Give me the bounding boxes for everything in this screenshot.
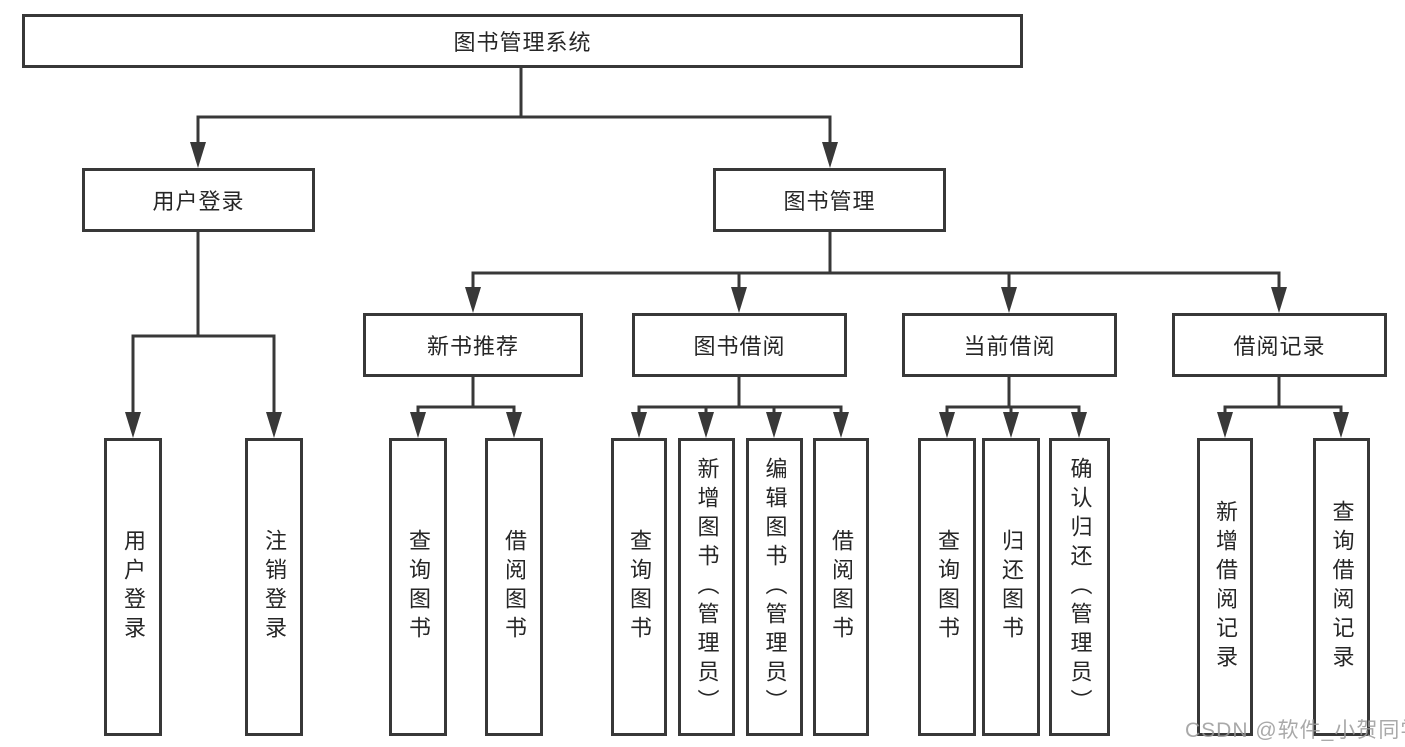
leaf-user-login-label: 用户登录 — [121, 529, 146, 645]
node-book-borrow: 图书借阅 — [632, 313, 847, 377]
leaf-br-query-record-label: 查询借阅记录 — [1329, 500, 1355, 674]
node-new-book-rec-label: 新书推荐 — [426, 334, 519, 359]
leaf-bb-edit-book: 编辑图书（管理员） — [746, 438, 803, 736]
leaf-bb-borrow-book-label: 借阅图书 — [829, 529, 854, 645]
node-book-borrow-label: 图书借阅 — [693, 334, 786, 359]
leaf-logout: 注销登录 — [245, 438, 303, 736]
leaf-bb-query-book-label: 查询图书 — [627, 529, 652, 645]
leaf-cb-confirm-return: 确认归还（管理员） — [1049, 438, 1110, 736]
connector-book-mgmt-children — [471, 232, 1281, 291]
node-root-label: 图书管理系统 — [453, 30, 592, 55]
leaf-user-login: 用户登录 — [104, 438, 162, 736]
leaf-cb-return-book: 归还图书 — [982, 438, 1040, 736]
node-root: 图书管理系统 — [22, 14, 1023, 68]
node-book-mgmt-label: 图书管理 — [783, 189, 876, 214]
leaf-bb-edit-book-label: 编辑图书（管理员） — [762, 456, 788, 718]
watermark: CSDN @软件_小贺同学 — [1185, 719, 1405, 742]
node-borrow-record: 借阅记录 — [1172, 313, 1387, 377]
node-borrow-record-label: 借阅记录 — [1233, 334, 1326, 359]
leaf-br-add-record: 新增借阅记录 — [1197, 438, 1253, 736]
connector-root-to-level2 — [196, 68, 832, 146]
leaf-br-add-record-label: 新增借阅记录 — [1213, 500, 1238, 674]
node-user-login: 用户登录 — [82, 168, 315, 232]
node-user-login-label: 用户登录 — [152, 189, 245, 214]
leaf-nbr-borrow-book-label: 借阅图书 — [502, 529, 527, 645]
leaf-nbr-query-book: 查询图书 — [389, 438, 447, 736]
connector-book-borrow-children — [637, 377, 843, 416]
node-current-borrow-label: 当前借阅 — [963, 334, 1056, 359]
connector-new-book-rec-children — [416, 377, 516, 416]
leaf-nbr-query-book-label: 查询图书 — [406, 529, 431, 645]
leaf-bb-add-book-label: 新增图书（管理员） — [694, 456, 720, 718]
connector-current-borrow-children — [945, 377, 1081, 416]
leaf-br-query-record: 查询借阅记录 — [1313, 438, 1370, 736]
leaf-cb-confirm-return-label: 确认归还（管理员） — [1067, 456, 1093, 718]
node-new-book-rec: 新书推荐 — [363, 313, 583, 377]
leaf-cb-query-book: 查询图书 — [918, 438, 976, 736]
connector-user-login-children — [131, 232, 276, 416]
connector-borrow-record-children — [1223, 377, 1343, 416]
leaf-bb-query-book: 查询图书 — [611, 438, 667, 736]
leaf-bb-add-book: 新增图书（管理员） — [678, 438, 735, 736]
leaf-cb-return-book-label: 归还图书 — [999, 529, 1024, 645]
leaf-nbr-borrow-book: 借阅图书 — [485, 438, 543, 736]
node-current-borrow: 当前借阅 — [902, 313, 1117, 377]
leaf-logout-label: 注销登录 — [262, 529, 287, 645]
leaf-cb-query-book-label: 查询图书 — [935, 529, 960, 645]
node-book-mgmt: 图书管理 — [713, 168, 946, 232]
leaf-bb-borrow-book: 借阅图书 — [813, 438, 869, 736]
